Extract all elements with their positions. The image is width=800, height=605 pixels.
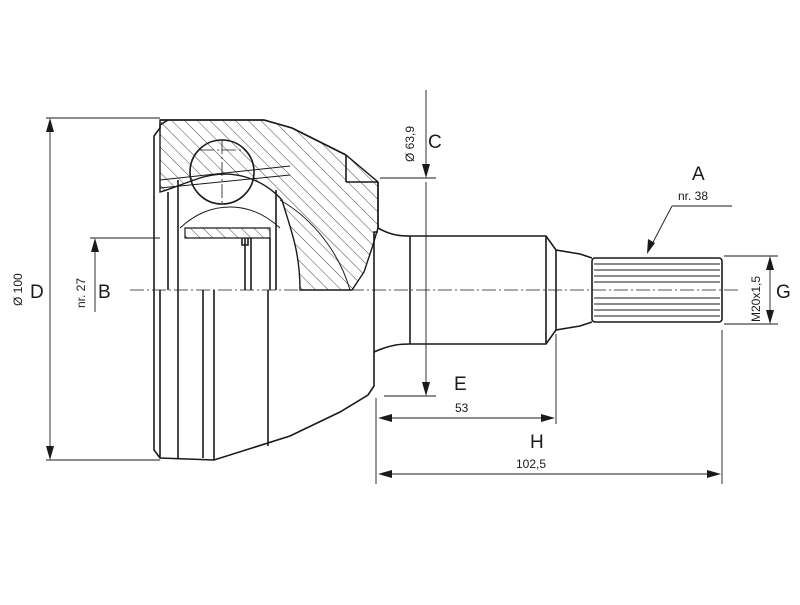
dimension-h: [378, 330, 723, 484]
housing-section-hatched: [159, 119, 379, 291]
label-b: B: [98, 282, 111, 303]
outer-diameter-text: Ø 100: [11, 273, 25, 306]
length-e-text: 53: [455, 401, 469, 415]
ball-count-text: nr. 27: [74, 278, 88, 308]
dimension-d: [46, 117, 160, 461]
label-c: C: [428, 132, 442, 153]
label-d: D: [30, 282, 44, 303]
seal-diameter-text: Ø 63,9: [403, 126, 417, 162]
dimension-b: [90, 237, 160, 312]
housing-outline: [153, 119, 379, 461]
thread-text: M20x1,5: [749, 276, 763, 322]
dimension-c: [380, 90, 436, 370]
spline-teeth: [594, 263, 720, 317]
dimension-g: [724, 255, 778, 325]
spline-count-text: nr. 38: [678, 189, 708, 203]
dimension-e: [384, 370, 436, 397]
label-g: G: [776, 282, 791, 303]
label-e: E: [454, 374, 467, 395]
dimension-53: [375, 334, 557, 484]
leader-a: [647, 205, 732, 254]
label-a: A: [692, 164, 705, 185]
label-h: H: [530, 432, 544, 453]
length-h-text: 102,5: [516, 457, 546, 471]
